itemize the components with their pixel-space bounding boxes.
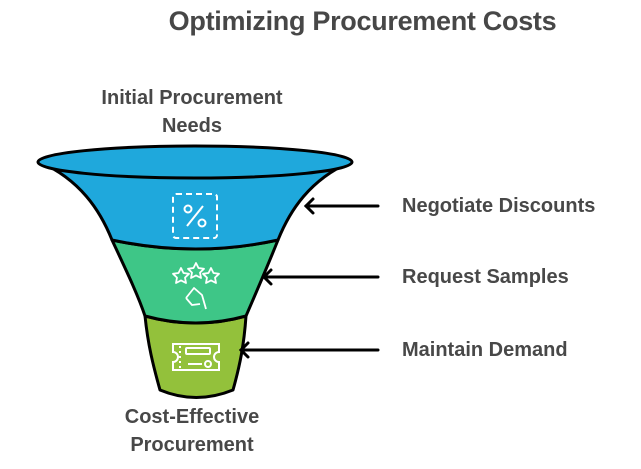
percent-tag-icon [172, 193, 218, 239]
funnel-bottom-label: Cost-Effective Procurement [124, 406, 260, 456]
arrow-negotiate-discounts [303, 197, 380, 215]
stage-label-negotiate-discounts: Negotiate Discounts [402, 195, 596, 217]
ticket-icon [172, 343, 220, 371]
stars-hand-icon [172, 262, 220, 310]
diagram-title: Optimizing Procurement Costs [168, 6, 557, 36]
stage-label-maintain-demand: Maintain Demand [402, 339, 568, 361]
arrow-maintain-demand [238, 341, 380, 359]
funnel-stage-1 [38, 160, 352, 251]
arrow-request-samples [261, 268, 380, 286]
stage-label-request-samples: Request Samples [402, 266, 569, 288]
funnel-rim [36, 144, 354, 180]
funnel-stage-3 [143, 314, 248, 399]
funnel-top-label: Initial Procurement Needs [101, 87, 283, 137]
funnel-stage-2 [110, 238, 280, 325]
